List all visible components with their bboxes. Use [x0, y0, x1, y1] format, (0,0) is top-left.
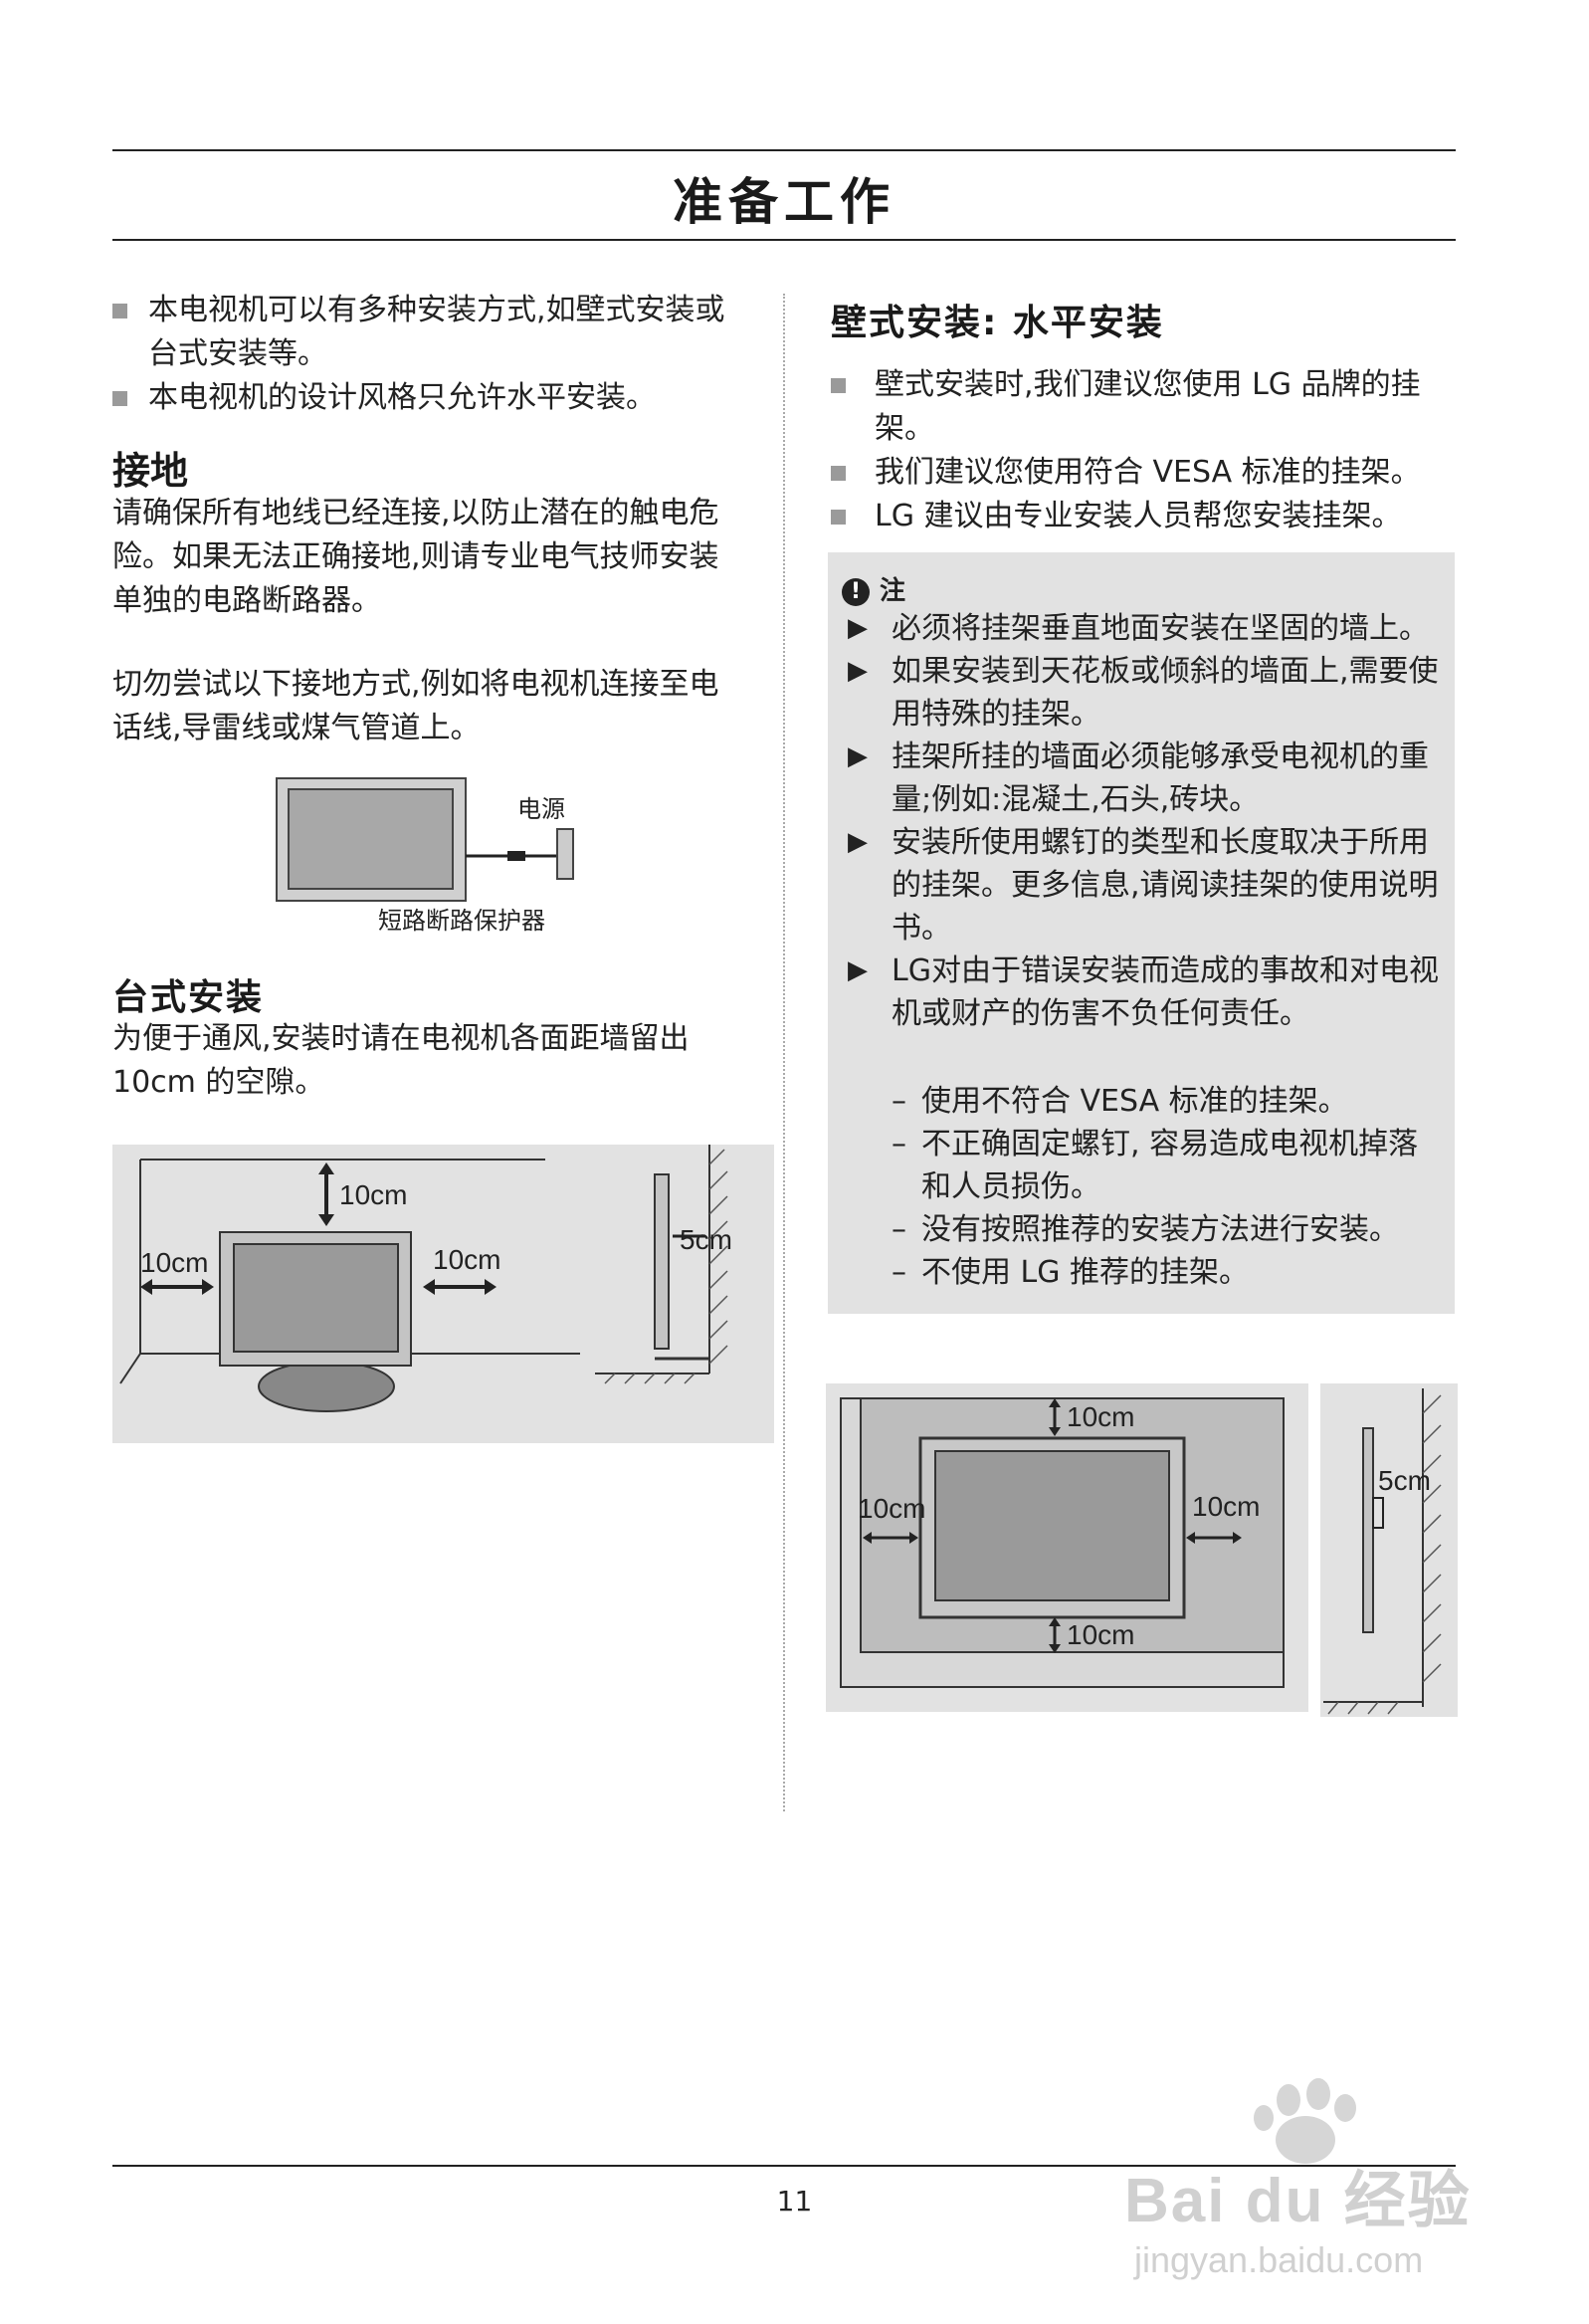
breaker-label: 短路断路保护器 [378, 907, 545, 935]
baidu-watermark: Bai du 经验 jingyan.baidu.com [1114, 2070, 1492, 2309]
list-item: 本电视机可以有多种安装方式,如壁式安装或台式安装等。 [112, 289, 739, 376]
wall-heading: 壁式安装: 水平安装 [831, 303, 1164, 343]
note-sub-item: –不使用 LG 推荐的挂架。 [892, 1255, 1250, 1290]
note-sub-item: –没有按照推荐的安装方法进行安装。 [892, 1212, 1399, 1247]
wall-top-label: 10cm [1067, 1401, 1134, 1432]
watermark-brand: Bai du 经验 [1124, 2167, 1472, 2235]
note-item: ▶如果安装到天花板或倾斜的墙面上,需要使用特殊的挂架。 [848, 650, 1445, 736]
desk-heading: 台式安装 [112, 977, 265, 1018]
note-sub-item: –使用不符合 VESA 标准的挂架。 [892, 1084, 1348, 1119]
wall-mount-diagram: 10cm 10cm 10cm 10cm 5cm [826, 1383, 1458, 1717]
page-number: 11 [776, 2185, 813, 2218]
triangle-bullet-icon: ▶ [848, 656, 868, 686]
list-item: LG 建议由专业安装人员帮您安装挂架。 [831, 495, 1458, 538]
top-rule-2 [112, 239, 1456, 241]
bullet-square-icon [831, 378, 846, 393]
list-item: 壁式安装时,我们建议您使用 LG 品牌的挂架。 [831, 363, 1458, 451]
list-item: 本电视机的设计风格只允许水平安装。 [112, 376, 739, 420]
note-box: !注 ▶必须将挂架垂直地面安装在坚固的墙上。 ▶如果安装到天花板或倾斜的墙面上,… [828, 552, 1455, 1314]
grounding-para-2: 切勿尝试以下接地方式,例如将电视机连接至电话线,导雷线或煤气管道上。 [112, 667, 719, 745]
note-item: ▶挂架所挂的墙面必须能够承受电视机的重量;例如:混凝土,石头,砖块。 [848, 736, 1445, 821]
note-item: ▶必须将挂架垂直地面安装在坚固的墙上。 [848, 607, 1445, 650]
note-sub-item: –不正确固定螺钉, 容易造成电视机掉落和人员损伤。 [892, 1127, 1419, 1204]
triangle-bullet-icon: ▶ [848, 955, 868, 985]
bottom-rule [112, 2165, 1456, 2167]
column-divider [783, 294, 785, 1811]
wall-bullets: 壁式安装时,我们建议您使用 LG 品牌的挂架。 我们建议您使用符合 VESA 标… [831, 363, 1458, 538]
list-item: 我们建议您使用符合 VESA 标准的挂架。 [831, 451, 1458, 495]
top-rule-1 [112, 149, 1456, 151]
grounding-para-1: 请确保所有地线已经连接,以防止潜在的触电危险。如果无法正确接地,则请专业电气技师… [112, 496, 719, 618]
triangle-bullet-icon: ▶ [848, 741, 868, 771]
bullet-square-icon [112, 304, 127, 318]
page-title: 准备工作 [673, 173, 895, 231]
note-header: !注 [842, 570, 905, 607]
warning-icon: ! [842, 577, 870, 606]
desk-top-label: 10cm [339, 1179, 407, 1210]
desk-right-label: 10cm [433, 1244, 500, 1275]
desk-mount-diagram: 10cm 10cm 10cm 5cm [112, 1145, 774, 1443]
desk-side-label: 5cm [680, 1224, 732, 1255]
triangle-bullet-icon: ▶ [848, 827, 868, 857]
paw-logo-icon [1254, 2078, 1356, 2164]
grounding-heading: 接地 [112, 449, 189, 493]
wall-side-label: 5cm [1378, 1465, 1431, 1496]
note-item: ▶LG对由于错误安装而造成的事故和对电视机或财产的伤害不负任何责任。 [848, 950, 1445, 1035]
bullet-square-icon [831, 466, 846, 481]
desk-para: 为便于通风,安装时请在电视机各面距墙留出10cm 的空隙。 [112, 1021, 690, 1100]
note-item: ▶安装所使用螺钉的类型和长度取决于所用的挂架。更多信息,请阅读挂架的使用说明书。 [848, 821, 1445, 950]
desk-left-label: 10cm [140, 1247, 208, 1278]
wall-left-label: 10cm [858, 1493, 925, 1524]
note-list: ▶必须将挂架垂直地面安装在坚固的墙上。 ▶如果安装到天花板或倾斜的墙面上,需要使… [848, 607, 1445, 1035]
wall-bottom-label: 10cm [1067, 1619, 1134, 1650]
triangle-bullet-icon: ▶ [848, 613, 868, 643]
grounding-diagram: 电源 短路断路保护器 [276, 777, 574, 935]
intro-bullets: 本电视机可以有多种安装方式,如壁式安装或台式安装等。 本电视机的设计风格只允许水… [112, 289, 739, 420]
power-label: 电源 [517, 795, 565, 823]
note-sub-list: –使用不符合 VESA 标准的挂架。 –不正确固定螺钉, 容易造成电视机掉落和人… [848, 1080, 1445, 1294]
bullet-square-icon [831, 510, 846, 525]
watermark-url: jingyan.baidu.com [1134, 2239, 1424, 2280]
wall-right-label: 10cm [1192, 1491, 1260, 1522]
bullet-square-icon [112, 391, 127, 406]
